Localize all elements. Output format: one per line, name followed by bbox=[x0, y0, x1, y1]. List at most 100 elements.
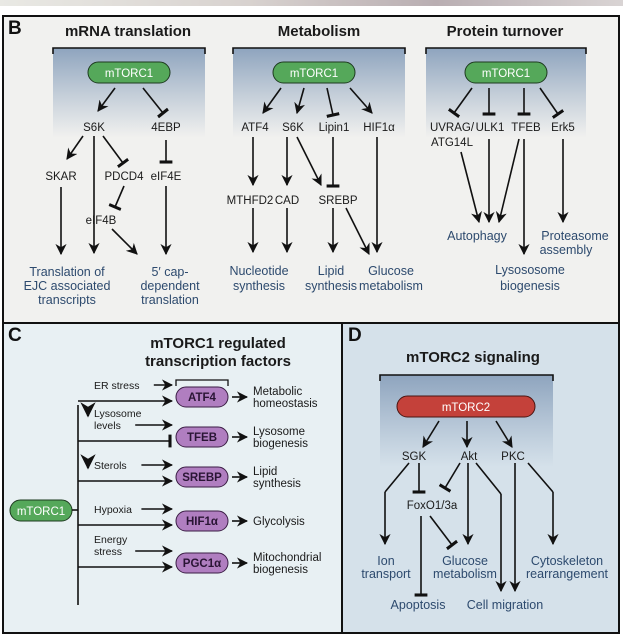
outcome-glucose-d-line1: Glucose bbox=[442, 554, 488, 568]
outcome-cell-migration: Cell migration bbox=[467, 598, 543, 612]
node-uvrag: UVRAG/ bbox=[430, 122, 475, 134]
outcome-apoptosis: Apoptosis bbox=[391, 598, 446, 612]
panel-d-letter: D bbox=[348, 325, 362, 346]
tf-input-label: Energy bbox=[94, 534, 128, 546]
outcome-lipid-line2: synthesis bbox=[305, 279, 357, 293]
tf-output-label: Lysosome bbox=[253, 426, 305, 438]
node-srebp: SREBP bbox=[319, 195, 358, 207]
tf-output-label: biogenesis bbox=[253, 438, 308, 450]
panel-d-title: mTORC2 signaling bbox=[406, 349, 540, 366]
node-eif4e: eIF4E bbox=[151, 171, 182, 183]
outcome-cytoskeleton-line1: Cytoskeleton bbox=[531, 554, 603, 568]
node-tfeb: TFEB bbox=[511, 122, 541, 134]
svg-text:mTORC1: mTORC1 bbox=[482, 68, 530, 80]
outcome-proteasome-line2: assembly bbox=[540, 243, 594, 257]
node-foxo1-3a: FoxO1/3a bbox=[407, 500, 458, 512]
outcome-lysosome-line2: biogenesis bbox=[500, 279, 560, 293]
node-sgk: SGK bbox=[402, 451, 427, 463]
tf-pill bbox=[175, 386, 229, 408]
node-hif1a: HIF1α bbox=[363, 122, 395, 134]
outcome-cap-line3: translation bbox=[141, 293, 199, 307]
top-image-strip bbox=[0, 0, 623, 6]
tf-input-label: Hypoxia bbox=[94, 504, 132, 516]
outcome-glucose-d-line2: metabolism bbox=[433, 567, 497, 581]
node-s6k-metabolism: S6K bbox=[282, 122, 304, 134]
node-atg14l: ATG14L bbox=[431, 137, 474, 149]
svg-text:mTORC1: mTORC1 bbox=[17, 506, 65, 518]
panel-b-letter: B bbox=[8, 18, 22, 39]
tf-output-label: Lipid bbox=[253, 466, 277, 478]
outcome-ion-line1: Ion bbox=[377, 554, 394, 568]
tf-output-label: synthesis bbox=[253, 478, 301, 490]
tf-output-label: Glycolysis bbox=[253, 516, 305, 528]
tf-label: ATF4 bbox=[188, 392, 217, 404]
svg-text:mTORC1: mTORC1 bbox=[105, 68, 153, 80]
section-title-metabolism: Metabolism bbox=[278, 23, 361, 40]
mtorc2-diagram bbox=[379, 420, 559, 597]
outcome-ion-line2: transport bbox=[361, 567, 411, 581]
panel-c-title-line1: mTORC1 regulated bbox=[150, 335, 286, 352]
outcome-proteasome-line1: Proteasome bbox=[541, 229, 608, 243]
tf-input-label: stress bbox=[94, 546, 122, 558]
outcome-ejc-line1: Translation of bbox=[29, 265, 105, 279]
node-lipin1: Lipin1 bbox=[319, 122, 350, 134]
node-ulk1: ULK1 bbox=[476, 122, 505, 134]
node-eif4b: eIF4B bbox=[86, 215, 117, 227]
outcome-cap-line1: 5′ cap- bbox=[151, 265, 188, 279]
tf-output-label: homeostasis bbox=[253, 398, 318, 410]
tf-input-label: ER stress bbox=[94, 380, 140, 392]
hub-mtorc1-panel-c: mTORC1 bbox=[9, 499, 73, 522]
tf-pill bbox=[175, 510, 229, 532]
tf-output-label: biogenesis bbox=[253, 564, 308, 576]
node-pdcd4: PDCD4 bbox=[105, 171, 145, 183]
outcome-cap-line2: dependent bbox=[140, 279, 200, 293]
tf-input-label: Lysosome bbox=[94, 408, 142, 420]
outcome-glucose-line1: Glucose bbox=[368, 264, 414, 278]
svg-text:mTORC2: mTORC2 bbox=[442, 402, 490, 414]
tf-output-label: Mitochondrial bbox=[253, 552, 321, 564]
tf-pill bbox=[175, 466, 229, 488]
node-akt: Akt bbox=[461, 451, 478, 463]
outcome-ejc-line2: EJC associated bbox=[24, 279, 111, 293]
outcome-lysosome-line1: Lysososome bbox=[495, 263, 565, 277]
tf-label: TFEB bbox=[187, 432, 217, 444]
outcome-cytoskeleton-line2: rearrangement bbox=[526, 567, 609, 581]
tf-input-label: Sterols bbox=[94, 460, 127, 472]
tf-output-label: Metabolic bbox=[253, 386, 302, 398]
metabolism-diagram bbox=[247, 87, 383, 256]
tf-input-label: levels bbox=[94, 420, 121, 432]
panel-c-trunk bbox=[72, 405, 79, 605]
outcome-autophagy: Autophagy bbox=[447, 229, 508, 243]
mrna-translation-diagram bbox=[55, 87, 173, 256]
panel-c-title-line2: transcription factors bbox=[145, 353, 291, 370]
node-mthfd2: MTHFD2 bbox=[227, 195, 274, 207]
section-title-mrna-translation: mRNA translation bbox=[65, 23, 191, 40]
node-s6k-mrna: S6K bbox=[83, 122, 105, 134]
tf-label: PGC1α bbox=[183, 558, 221, 570]
outcome-nucleotide-line2: synthesis bbox=[233, 279, 285, 293]
outcome-nucleotide-line1: Nucleotide bbox=[229, 264, 288, 278]
panel-d bbox=[341, 322, 620, 634]
hub-mtorc1-metabolism: mTORC1 bbox=[272, 61, 356, 84]
outcome-glucose-line2: metabolism bbox=[359, 279, 423, 293]
tf-label: SREBP bbox=[182, 472, 222, 484]
node-pkc: PKC bbox=[501, 451, 525, 463]
hub-mtorc2: mTORC2 bbox=[396, 395, 536, 418]
node-skar: SKAR bbox=[45, 171, 76, 183]
node-cad: CAD bbox=[275, 195, 299, 207]
panel-c-bracket bbox=[175, 379, 229, 386]
node-erk5: Erk5 bbox=[551, 122, 575, 134]
protein-turnover-diagram bbox=[447, 87, 569, 256]
outcome-ejc-line3: transcripts bbox=[38, 293, 96, 307]
node-4ebp: 4EBP bbox=[151, 122, 181, 134]
hub-mtorc1-protein: mTORC1 bbox=[464, 61, 548, 84]
section-title-protein-turnover: Protein turnover bbox=[447, 23, 564, 40]
svg-text:mTORC1: mTORC1 bbox=[290, 68, 338, 80]
tf-pill bbox=[175, 552, 229, 574]
